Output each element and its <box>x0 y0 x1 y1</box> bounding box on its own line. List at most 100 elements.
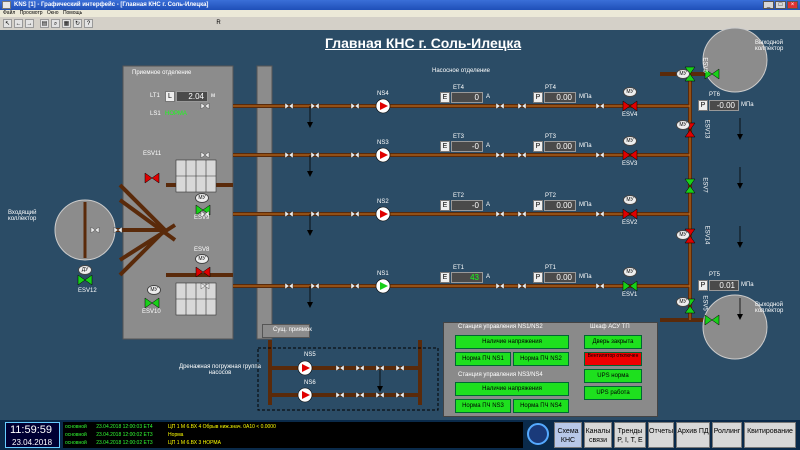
ns3-vfd-indicator[interactable]: Норма ПЧ NS3 <box>455 399 511 413</box>
ns4-vfd-indicator[interactable]: Норма ПЧ NS4 <box>513 399 569 413</box>
menu-help[interactable]: Помощь <box>62 10 83 16</box>
nav-button-6[interactable]: Квитирование <box>744 422 796 448</box>
event-row[interactable]: основной 23.04.2018 12:00:02 ET3 ЦП 1 М … <box>65 440 221 446</box>
event-message: Норма <box>168 432 184 438</box>
nav-button-5[interactable]: Роллинг <box>712 422 742 448</box>
valve-mu-badge[interactable]: МУ <box>623 87 637 97</box>
valve-esv4 <box>622 100 638 112</box>
valve-outlet-bottom <box>704 314 720 326</box>
mu-esv14-badge[interactable]: МУ <box>676 230 690 240</box>
pipe-valve-1-2 <box>350 282 360 290</box>
minimize-button[interactable]: _ <box>763 1 774 9</box>
app-icon <box>2 1 11 9</box>
valve-mu-badge[interactable]: МУ <box>623 267 637 277</box>
valve-mu-badge[interactable]: МУ <box>623 195 637 205</box>
et-value: -0 <box>451 200 483 211</box>
asu-title: Шкаф АСУ ТП <box>590 324 630 330</box>
door-indicator[interactable]: Дверь закрыта <box>584 335 642 349</box>
valve-label: ESV4 <box>622 112 638 118</box>
clock: 11:59:59 23.04.2018 <box>5 422 60 448</box>
ups-work-indicator[interactable]: UPS работа <box>584 386 642 400</box>
esv6-label: ESV6 <box>701 57 708 73</box>
tool-back-icon[interactable]: ← <box>14 19 23 28</box>
menu-window[interactable]: Окно <box>46 10 59 16</box>
station12-power-indicator[interactable]: Наличие напряжения <box>455 335 569 349</box>
tool-zoom-icon[interactable]: ⌕ <box>51 19 60 28</box>
menu-file[interactable]: Файл <box>3 10 16 16</box>
du-esv12-badge[interactable]: ДУ <box>78 265 92 275</box>
pt5-value: 0.01 <box>709 280 739 291</box>
mu-esv10-badge[interactable]: МУ <box>147 285 161 295</box>
et-letter: E <box>440 272 450 283</box>
event-type: основной <box>65 432 87 438</box>
valve-esv2 <box>622 208 638 220</box>
station34-power-indicator[interactable]: Наличие напряжения <box>455 382 569 396</box>
mu-esv8-badge[interactable]: МУ <box>195 254 209 264</box>
drain-valve-a-0 <box>335 364 345 372</box>
pt-letter: P <box>533 141 543 152</box>
pipe-valve-2-5 <box>595 210 605 218</box>
drain-group-boundary <box>257 347 439 411</box>
valve-label: ESV2 <box>622 220 638 226</box>
event-row[interactable]: основной 23.04.2018 12:00:03 ET4 ЦП 1 М … <box>65 424 276 430</box>
et-tag: ET2 <box>453 193 465 199</box>
toolbar: ↖ ← → ▤ ⌕ ▦ ↻ ? R <box>0 17 800 30</box>
in-valve-f <box>90 226 100 234</box>
et-value: -0 <box>451 141 483 152</box>
event-row[interactable]: основной 23.04.2018 12:00:02 ET3 Норма <box>65 432 183 438</box>
tool-select-icon[interactable]: ↖ <box>3 19 12 28</box>
pump-name[interactable]: NS2 <box>377 199 389 205</box>
pump-name[interactable]: NS3 <box>377 140 389 146</box>
maximize-button[interactable]: □ <box>775 1 786 9</box>
page-title: Главная КНС г. Соль-Илецка <box>325 35 522 51</box>
tool-grid-icon[interactable]: ▦ <box>62 19 71 28</box>
mu-esv9-badge[interactable]: МУ <box>195 193 209 203</box>
mu-esv13-badge[interactable]: МУ <box>676 120 690 130</box>
pt6-value: -0.00 <box>709 100 739 111</box>
ns6-label: NS6 <box>304 380 316 386</box>
mu-esv6-badge[interactable]: МУ <box>676 69 690 79</box>
et-unit: А <box>486 94 491 100</box>
pipe-valve-3-4 <box>517 151 527 159</box>
ups-norm-indicator[interactable]: UPS норма <box>584 369 642 383</box>
ns1-vfd-indicator[interactable]: Норма ПЧ NS1 <box>455 352 511 366</box>
valve-esv3 <box>622 149 638 161</box>
station34-title: Станция управления NS3/NS4 <box>458 372 543 378</box>
pump-ns1-icon <box>375 278 391 294</box>
mu-esv5-badge[interactable]: МУ <box>676 297 690 307</box>
fan-indicator[interactable]: Вентилятор отключен <box>584 352 642 366</box>
valve-esv1 <box>622 280 638 292</box>
ns2-vfd-indicator[interactable]: Норма ПЧ NS2 <box>513 352 569 366</box>
menu-view[interactable]: Просмотр <box>19 10 43 16</box>
alarm-icon[interactable] <box>527 423 549 445</box>
drain-valve-b-3 <box>395 391 405 399</box>
pt-value: 0.00 <box>544 141 576 152</box>
nav-button-4[interactable]: Архив ПД <box>676 422 710 448</box>
pump-name[interactable]: NS4 <box>377 91 389 97</box>
nav-button-1[interactable]: Каналы связи <box>584 422 612 448</box>
pt-letter: P <box>533 272 543 283</box>
menu-bar: Файл Просмотр Окно Помощь <box>0 10 800 17</box>
esv10-label: ESV10 <box>142 309 161 315</box>
tool-help-icon[interactable]: ? <box>84 19 93 28</box>
pump-name[interactable]: NS1 <box>377 271 389 277</box>
esv8-label: ESV8 <box>194 247 210 253</box>
nav-button-2[interactable]: Тренды P, I, T, E <box>614 422 646 448</box>
outlet-drop-3 <box>737 167 743 189</box>
close-button[interactable]: × <box>787 1 798 9</box>
pipe-valve-2-2 <box>350 210 360 218</box>
dry-chamber-label: Сущ. приямок <box>273 327 312 333</box>
tool-r-button[interactable]: R <box>216 20 221 26</box>
event-log[interactable]: основной 23.04.2018 12:00:03 ET4 ЦП 1 М … <box>63 422 523 448</box>
lt1-tag: LT1 <box>150 93 160 99</box>
tool-refresh-icon[interactable]: ↻ <box>73 19 82 28</box>
pump-ns2-icon <box>375 206 391 222</box>
outlet-drop-2 <box>737 226 743 248</box>
esv5-label: ESV5 <box>701 295 708 311</box>
nav-button-3[interactable]: Отчеты <box>648 422 674 448</box>
tool-forward-icon[interactable]: → <box>25 19 34 28</box>
nav-button-0[interactable]: Схема КНС <box>554 422 582 448</box>
valve-mu-badge[interactable]: МУ <box>623 136 637 146</box>
valve-esv7 <box>684 178 696 194</box>
tool-print-icon[interactable]: ▤ <box>40 19 49 28</box>
